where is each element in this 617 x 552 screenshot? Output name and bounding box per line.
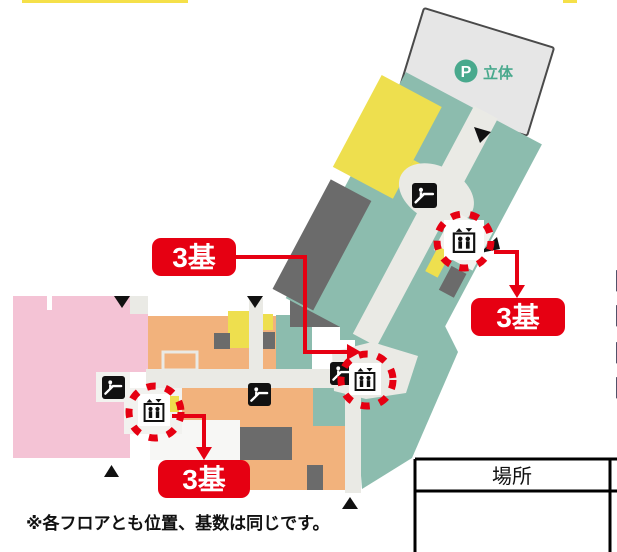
badge-connector <box>494 250 519 286</box>
badge-connector <box>172 414 206 448</box>
store-block-gray <box>240 427 292 460</box>
escalator-icon <box>248 383 271 406</box>
elevator-highlight-circle <box>433 210 495 272</box>
legend-bracket: 【 <box>602 376 617 401</box>
elevator-center <box>349 363 381 395</box>
corridor-south <box>345 386 361 493</box>
location-table: 場所 <box>413 457 617 552</box>
store-block-pink <box>130 313 148 372</box>
badge-label: 3基 <box>172 242 216 273</box>
count-badge-right: 3基 <box>471 298 565 336</box>
entrance-triangle-icon <box>342 497 358 509</box>
elevator-highlight-circle <box>337 350 397 410</box>
building-notch <box>47 296 52 310</box>
arrowhead-icon <box>196 447 212 460</box>
wing-corridor <box>352 106 498 347</box>
badge-label: 3基 <box>496 302 540 333</box>
wing-yellow-block <box>332 75 442 199</box>
map-edge-strip <box>563 0 577 3</box>
elevator-right <box>444 220 484 260</box>
elevator-left <box>138 394 170 426</box>
legend-bracket: 【 <box>602 304 617 329</box>
store-block-gray <box>263 332 275 349</box>
corridor-entrance-mid <box>249 298 263 372</box>
legend-brackets: 【 【 【 【 <box>602 269 617 401</box>
corridor-entrance-left <box>130 296 148 314</box>
badge-connector <box>236 255 348 354</box>
parking-p-letter: P <box>461 64 472 81</box>
count-badge-lower-left: 3基 <box>158 460 250 498</box>
map-edge-strip <box>22 0 188 3</box>
entrance-triangle-icon <box>114 296 130 308</box>
store-block-gray <box>214 333 230 349</box>
elevator-highlight-circle <box>125 382 185 442</box>
legend-bracket: 【 <box>602 341 617 366</box>
legend-bracket: 【 <box>602 269 617 294</box>
entrance-triangle-icon <box>247 296 263 308</box>
badge-label: 3基 <box>182 464 226 495</box>
badge-bg <box>158 460 250 498</box>
parking-p-icon <box>454 59 478 83</box>
table-header-location: 場所 <box>492 465 532 488</box>
arrowhead-icon <box>347 344 361 360</box>
parking-label: 立体 <box>483 64 514 82</box>
escalator-icon <box>102 376 125 399</box>
badge-connector-arrowheads <box>196 285 525 460</box>
floor-note: ※各フロアとも位置、基数は同じです。 <box>26 513 330 533</box>
entrance-triangle-icon <box>104 465 119 477</box>
store-block-gray <box>438 265 467 298</box>
count-badge-upper-left: 3基 <box>152 238 236 276</box>
corridor-main <box>146 369 360 388</box>
badge-bg <box>471 298 565 336</box>
elevator-highlights <box>125 210 495 442</box>
entrance-triangle-icon <box>474 127 491 143</box>
arrowhead-icon <box>509 285 525 298</box>
escalator-icon <box>412 183 437 208</box>
wing-gray-block <box>272 179 372 311</box>
store-block-gray <box>307 465 323 490</box>
badge-bg <box>152 238 236 276</box>
badge-connectors <box>172 250 519 448</box>
store-block-yellow <box>228 311 250 348</box>
room-outline <box>161 350 199 372</box>
